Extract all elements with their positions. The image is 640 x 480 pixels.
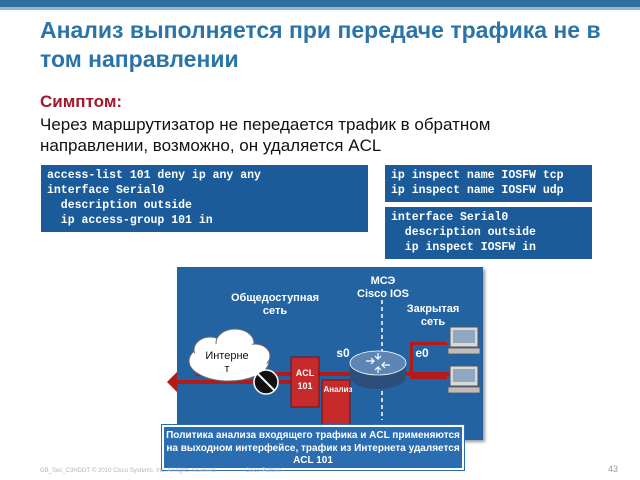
network-link: [196, 372, 451, 376]
policy-callout: Политика анализа входящего трафика и ACL…: [162, 425, 464, 470]
inspect-box: [321, 379, 351, 426]
public-network-label: Общедоступная сеть: [230, 292, 320, 317]
page-number: 43: [607, 464, 618, 474]
pc-icon: [447, 365, 481, 394]
slide-title: Анализ выполняется при передаче трафика …: [40, 17, 601, 72]
internet-label: Интерне т: [205, 350, 249, 375]
lan-link-vertical: [410, 342, 413, 379]
acl-label: ACL 101: [295, 368, 315, 391]
inspect-label: Анализ: [323, 385, 353, 394]
blocked-icon: [253, 369, 279, 395]
interface-e0-label: e0: [415, 346, 429, 360]
lan-link-lower: [412, 376, 447, 379]
lan-link-upper: [412, 342, 447, 345]
acl-config-block: access-list 101 deny ip any any interfac…: [41, 165, 368, 232]
footer-course: GB_Sec_C3HDDT: [40, 468, 91, 474]
arrow-head-icon: [167, 372, 177, 392]
footer-copyright: © 2010 Cisco Systems, Inc. All rights re…: [92, 468, 217, 474]
top-accent-bar-light: [0, 7, 640, 10]
footer-label: Cisco Partner: [245, 468, 282, 474]
symptom-text: Через маршрутизатор не передается трафик…: [40, 115, 491, 155]
interface-s0-label: s0: [336, 346, 350, 360]
private-network-label: Закрытая сеть: [406, 303, 460, 328]
firewall-label: МСЭ Cisco IOS: [357, 275, 409, 300]
pc-icon: [447, 326, 481, 355]
top-accent-bar: [0, 0, 640, 7]
interface-config-block: interface Serial0 description outside ip…: [385, 207, 592, 259]
router-arrows-icon: [366, 353, 390, 373]
inspect-rule-block: ip inspect name IOSFW tcp ip inspect nam…: [385, 165, 592, 202]
router-icon: [349, 350, 407, 376]
symptom-heading: Симптом:: [40, 92, 123, 111]
traffic-arrow: [177, 380, 292, 384]
acl-box: [290, 356, 320, 408]
internet-cloud-icon: [188, 328, 271, 382]
